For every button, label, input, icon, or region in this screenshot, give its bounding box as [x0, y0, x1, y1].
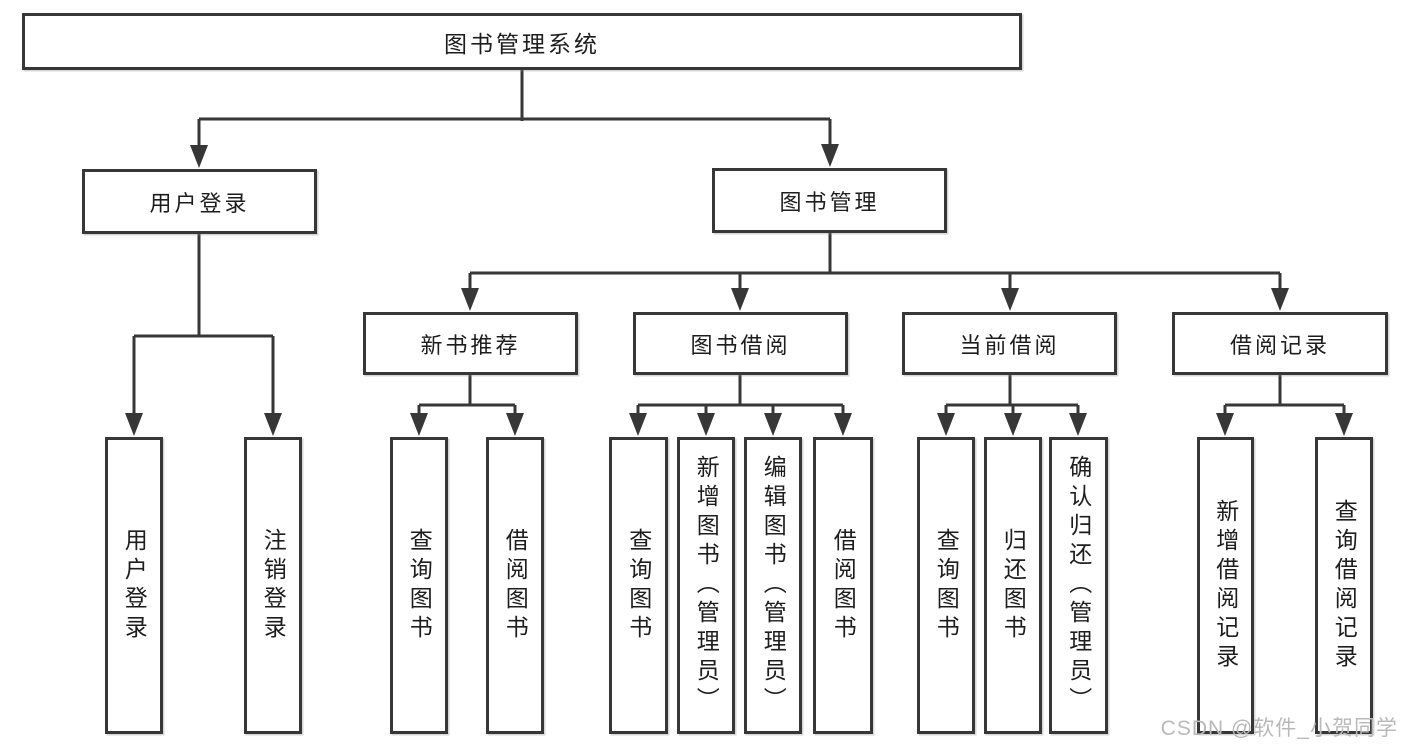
csdn-watermark: CSDN @软件_小贺同学	[1160, 717, 1398, 740]
leaf-return-book: 归还图书	[984, 437, 1042, 734]
node-borrow-records: 借阅记录	[1172, 312, 1388, 375]
leaf-query-books-recommend: 查询图书	[390, 437, 448, 734]
node-library-system: 图书管理系统	[22, 13, 1022, 70]
leaf-add-book-admin: 新增图书（管理员）	[677, 437, 735, 734]
leaf-query-books-current: 查询图书	[917, 437, 975, 734]
leaf-edit-book-admin: 编辑图书（管理员）	[744, 437, 802, 734]
leaf-add-borrow-record: 新增借阅记录	[1197, 437, 1254, 734]
node-user-login: 用户登录	[82, 169, 317, 234]
leaf-query-borrow-record: 查询借阅记录	[1315, 437, 1373, 734]
node-current-borrowing: 当前借阅	[902, 312, 1117, 375]
leaf-borrow-books-recommend: 借阅图书	[486, 437, 544, 734]
node-book-management: 图书管理	[712, 168, 947, 233]
leaf-confirm-return-admin: 确认归还（管理员）	[1049, 437, 1108, 734]
leaf-query-books-borrowing: 查询图书	[609, 437, 668, 734]
node-book-borrowing: 图书借阅	[633, 312, 848, 375]
leaf-borrow-books-borrowing: 借阅图书	[813, 437, 873, 734]
leaf-logout: 注销登录	[244, 437, 302, 734]
leaf-user-login: 用户登录	[105, 437, 163, 734]
node-new-book-recommend: 新书推荐	[363, 312, 578, 375]
